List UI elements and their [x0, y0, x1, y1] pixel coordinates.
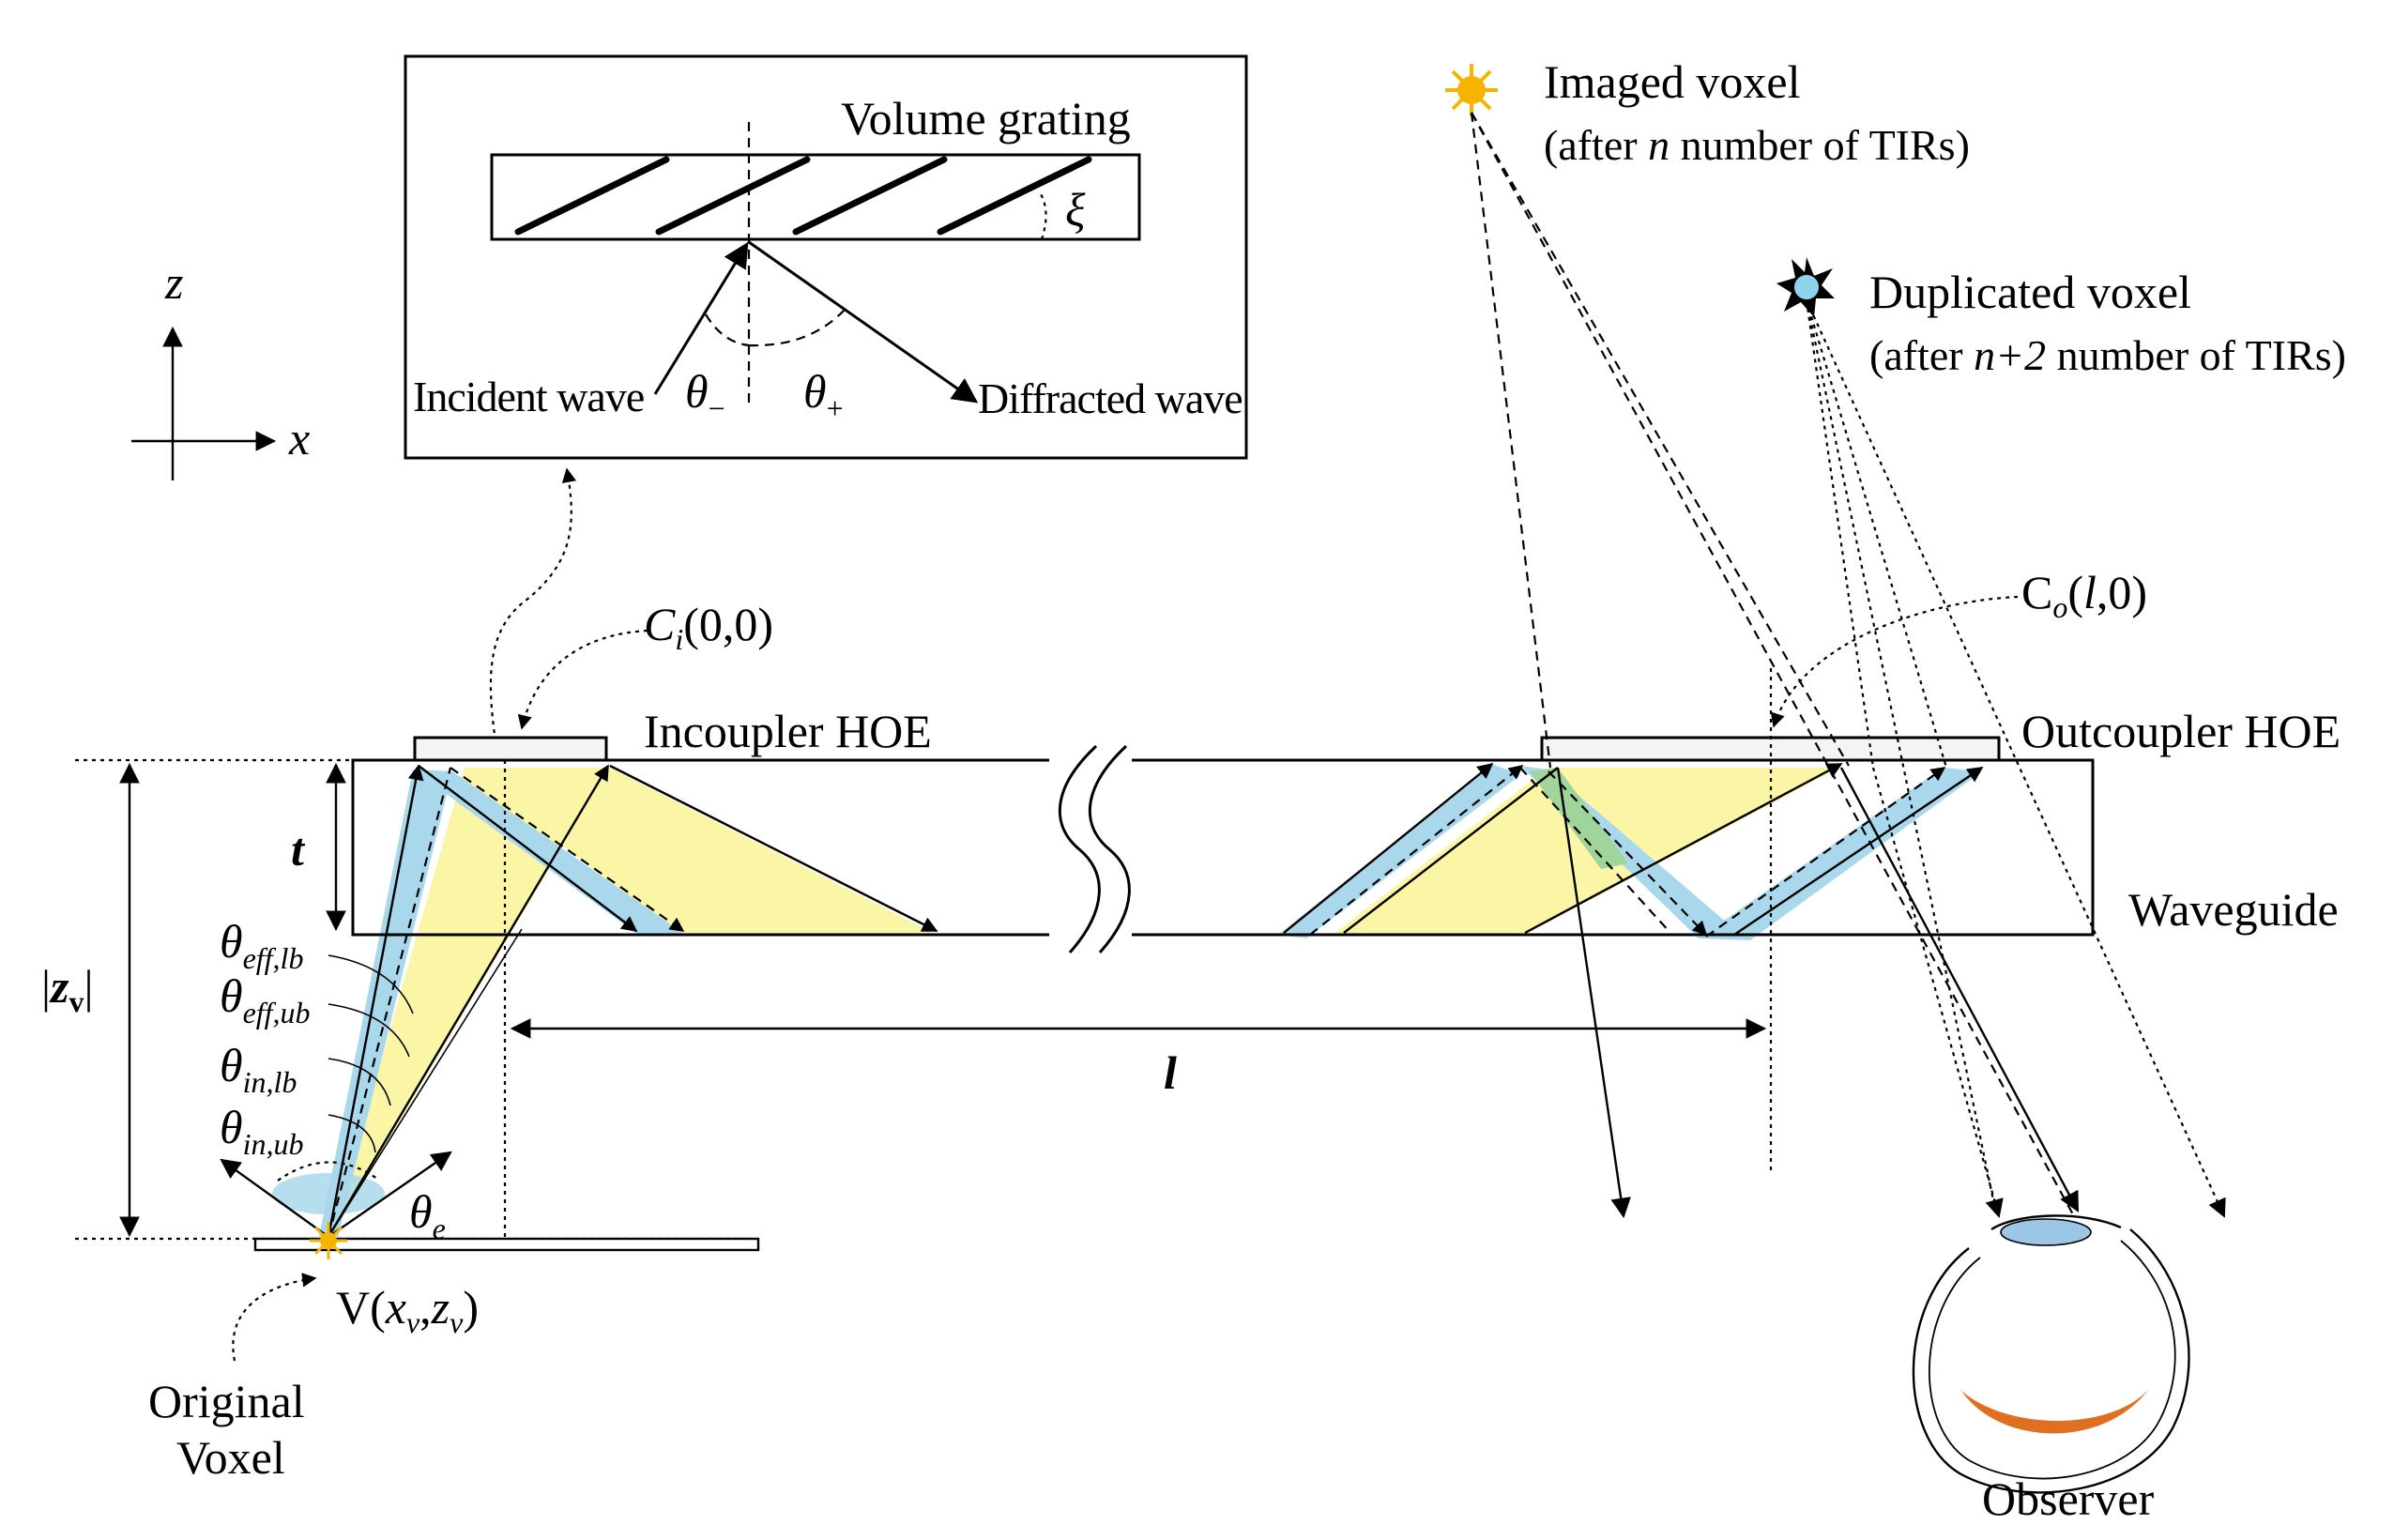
- original-voxel-icon: [310, 1222, 347, 1259]
- z-axis-label: z: [164, 256, 183, 309]
- grating-slab: [490, 153, 1141, 241]
- incoupler-rays: [327, 764, 938, 1238]
- x-axis-label: x: [288, 412, 310, 465]
- angle-in-ub: θin,ub: [220, 1101, 303, 1161]
- co-label: Co(l,0): [2021, 566, 2147, 624]
- angle-eff-ub: θeff,ub: [220, 969, 311, 1029]
- eye-lens: [2000, 1218, 2092, 1246]
- waveguide: [351, 736, 2095, 957]
- cone-arrow-left: [220, 1158, 329, 1238]
- theta-plus-arc: [748, 309, 846, 347]
- diffracted-wave-label: Diffracted wave: [978, 374, 1243, 422]
- original-voxel-callout: [232, 1273, 317, 1362]
- l-label: l: [1164, 1046, 1177, 1099]
- eye-retina: [1961, 1389, 2149, 1434]
- imaged-voxel-subtitle: (after n number of TIRs): [1544, 121, 1970, 169]
- imaged-voxel-icon: [1445, 64, 1498, 116]
- xi-label: ξ: [1065, 183, 1086, 236]
- outcoupler-label: Outcoupler HOE: [2021, 705, 2341, 757]
- ci-label-group: Ci(0,0): [517, 598, 773, 730]
- waveguide-label: Waveguide: [2128, 883, 2339, 936]
- incident-wave-arrow: [653, 241, 749, 395]
- volume-grating-inset: ξ Volume grating Incident wave θ− θ+ Dif…: [404, 54, 1248, 460]
- angle-in-lb: θin,lb: [220, 1039, 297, 1099]
- angle-labels: θeff,lb θeff,ub θin,lb θin,ub θe: [220, 915, 446, 1245]
- waveguide-slab: [351, 758, 2095, 937]
- diffracted-wave-arrow: [748, 240, 979, 404]
- inset-callout-arrow: [489, 467, 577, 742]
- theta-e-label: θe: [409, 1185, 446, 1245]
- co-label-group: Co(l,0): [1770, 566, 2147, 728]
- voxel-base-plate: [253, 1237, 760, 1252]
- xi-angle-arc: [1039, 191, 1047, 240]
- inset-frame: [404, 54, 1248, 460]
- imaged-voxel-title: Imaged voxel: [1544, 55, 1801, 108]
- theta-plus-label: θ+: [803, 365, 844, 425]
- incoupler-hoe: [413, 736, 608, 762]
- observer-rays: [1470, 112, 2226, 1219]
- outcoupler-hoe: [1540, 736, 2001, 762]
- coordinate-axes: z x: [131, 256, 310, 480]
- original-voxel-line1: Original: [148, 1375, 305, 1427]
- original-voxel-line2: Voxel: [176, 1431, 285, 1484]
- theta-minus-label: θ−: [685, 365, 725, 425]
- t-label: t: [291, 823, 306, 876]
- duplicated-voxel-icon: [1776, 257, 1835, 317]
- theta-minus-arc: [705, 313, 750, 347]
- volume-grating-label: Volume grating: [841, 92, 1131, 145]
- ci-label: Ci(0,0): [644, 598, 773, 656]
- duplicated-voxel-subtitle: (after n+2 number of TIRs): [1869, 331, 2346, 379]
- l-dimension: l: [510, 1018, 1767, 1099]
- observer-label: Observer: [1982, 1472, 2155, 1525]
- outcoupler-beams: [1278, 764, 1982, 940]
- voxel-coordinate-label: V(xv,zv): [336, 1281, 479, 1339]
- zv-label: |zv|: [41, 960, 94, 1018]
- cone-arrow-right: [328, 1151, 452, 1238]
- dimensions-left: t |zv|: [41, 758, 741, 1241]
- incident-wave-label: Incident wave: [413, 373, 644, 420]
- angle-eff-lb: θeff,lb: [220, 915, 303, 975]
- angle-arcs: [277, 954, 414, 1182]
- grating-fringes: [514, 156, 1092, 236]
- observer-eye-icon: [1912, 1214, 2190, 1494]
- duplicated-voxel-title: Duplicated voxel: [1869, 266, 2191, 318]
- incoupler-label: Incoupler HOE: [644, 705, 932, 757]
